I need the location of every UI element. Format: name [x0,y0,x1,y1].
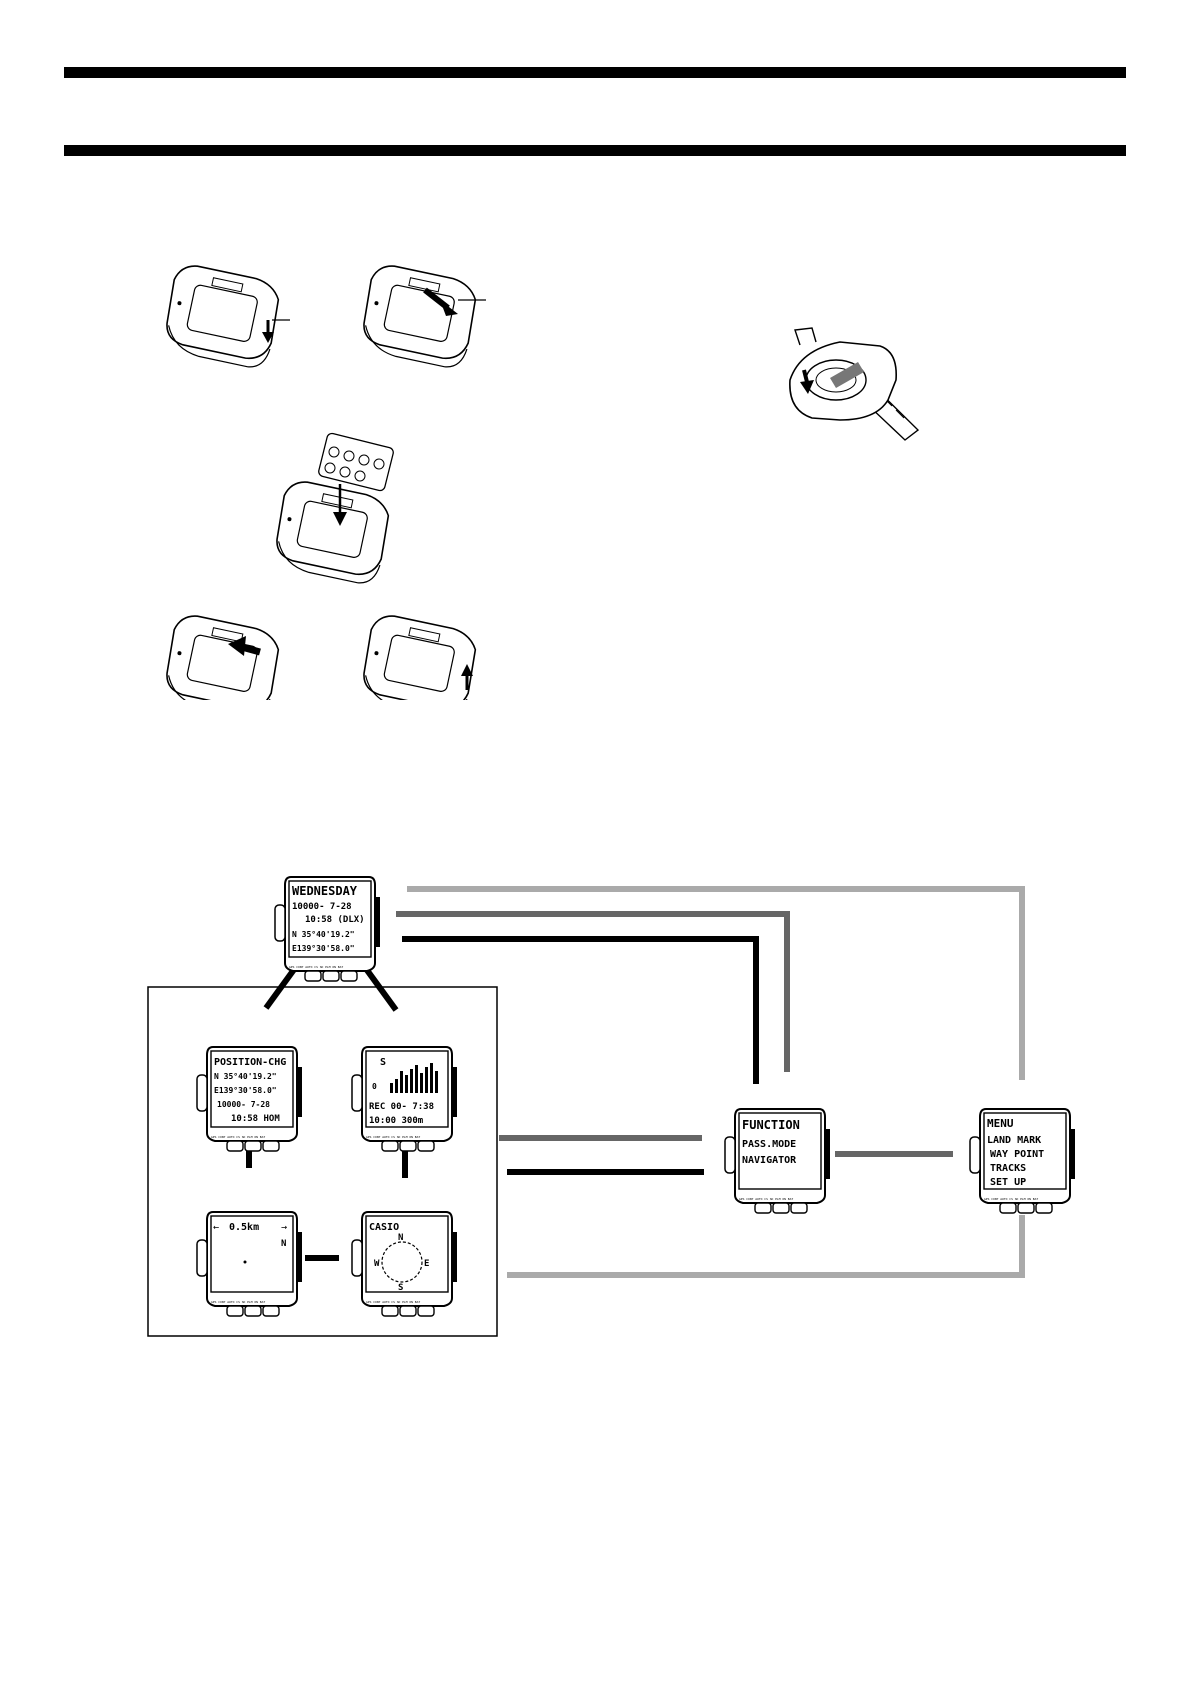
button-labels: GPS CONT AUTO CS SD PLM ON BAT [366,1300,420,1304]
button-labels: GPS CONT AUTO CS SD PLM ON BAT [984,1197,1038,1201]
watch-function: FUNCTION PASS.MODE NAVIGATOR GPS CONT AU… [724,1108,831,1214]
screen-line: 0.5km [229,1222,259,1233]
position-dot [243,1260,247,1264]
screen-line: 10:58 (DLX) [305,915,365,925]
screen-line: NAVIGATOR [742,1155,797,1166]
device-illustration-1 [158,261,285,372]
arrow-right-icon: → [281,1222,287,1233]
device-illustration-5 [355,611,482,700]
watch-compass: CASIO N W E S GPS CONT AUTO CS SD PLM ON… [351,1211,458,1317]
second-rule [64,145,1126,156]
connector-lines [246,886,1025,1278]
screen-line: REC 00- 7:38 [369,1102,434,1112]
screen-line: TRACKS [990,1163,1026,1174]
watch-position: POSITION-CHG N 35°40'19.2" E139°30'58.0"… [196,1046,303,1152]
watch-plot: 0.5km N ← → GPS CONT AUTO CS SD PLM ON B… [196,1211,303,1317]
screen-line: WEDNESDAY [292,884,358,898]
compass-east: E [424,1259,429,1269]
device-illustration-3 [268,477,395,588]
arrow-up-icon [461,664,473,676]
screen-line: 0 [372,1082,377,1091]
screen-line: WAY POINT [990,1149,1044,1160]
screen-line: 10000- 7-28 [292,902,352,912]
screen-line: N 35°40'19.2" [292,930,355,939]
button-labels: GPS CONT AUTO CS SD PLM ON BAT [289,965,343,969]
arrow-slide-icon [830,362,864,388]
screen-line: LAND MARK [987,1135,1041,1146]
arrow-slide-icon [440,300,458,316]
mode-diagram: WEDNESDAY 10000- 7-28 10:58 (DLX) N 35°4… [147,876,1076,1337]
altitude-bars [390,1063,438,1093]
compass-west: W [374,1259,380,1269]
top-rule [64,67,1126,78]
screen-line: S [380,1057,386,1068]
arrow-down-icon [333,512,347,526]
screen-line: SET UP [990,1177,1026,1188]
display-modes-group [147,986,498,1337]
arrow-left-icon: ← [213,1222,219,1233]
battery-pack-icon [318,432,394,492]
compass-ring [381,1241,423,1283]
screen-line: 10000- 7-28 [217,1100,270,1109]
screen-line: E139°30'58.0" [292,944,355,953]
arrow-down-icon [262,332,274,343]
compass-south: S [398,1283,403,1293]
arrow-down-icon [800,380,814,394]
watch-graph: S 0 REC 00- 7:38 10:00 300m GPS CONT AUT… [351,1046,458,1152]
watch-top: WEDNESDAY 10000- 7-28 10:58 (DLX) N 35°4… [274,876,381,982]
watch-menu: MENU LAND MARK WAY POINT TRACKS SET UP G… [969,1108,1076,1214]
screen-line: FUNCTION [742,1118,800,1132]
wrist-strap-illustration [789,327,920,441]
screen-line: 10:00 300m [369,1116,424,1126]
device-illustration-2 [355,261,482,372]
button-labels: GPS CONT AUTO CS SD PLM ON BAT [366,1135,420,1139]
screen-line: N [281,1239,286,1249]
screen-line: MENU [987,1117,1014,1130]
button-labels: GPS CONT AUTO CS SD PLM ON BAT [211,1135,265,1139]
screen-line: N 35°40'19.2" [214,1072,277,1081]
compass-north: N [398,1233,403,1243]
screen-line: PASS.MODE [742,1139,796,1150]
device-illustration-4 [158,611,285,700]
button-labels: GPS CONT AUTO CS SD PLM ON BAT [211,1300,265,1304]
screen-line: 10:58 HOM [231,1114,280,1124]
screen-line: CASIO [369,1222,399,1233]
screen-line: E139°30'58.0" [214,1086,277,1095]
button-labels: GPS CONT AUTO CS SD PLM ON BAT [739,1197,793,1201]
arrow-left-icon [228,636,246,656]
installation-illustrations [158,261,920,700]
screen-line: POSITION-CHG [214,1057,286,1068]
